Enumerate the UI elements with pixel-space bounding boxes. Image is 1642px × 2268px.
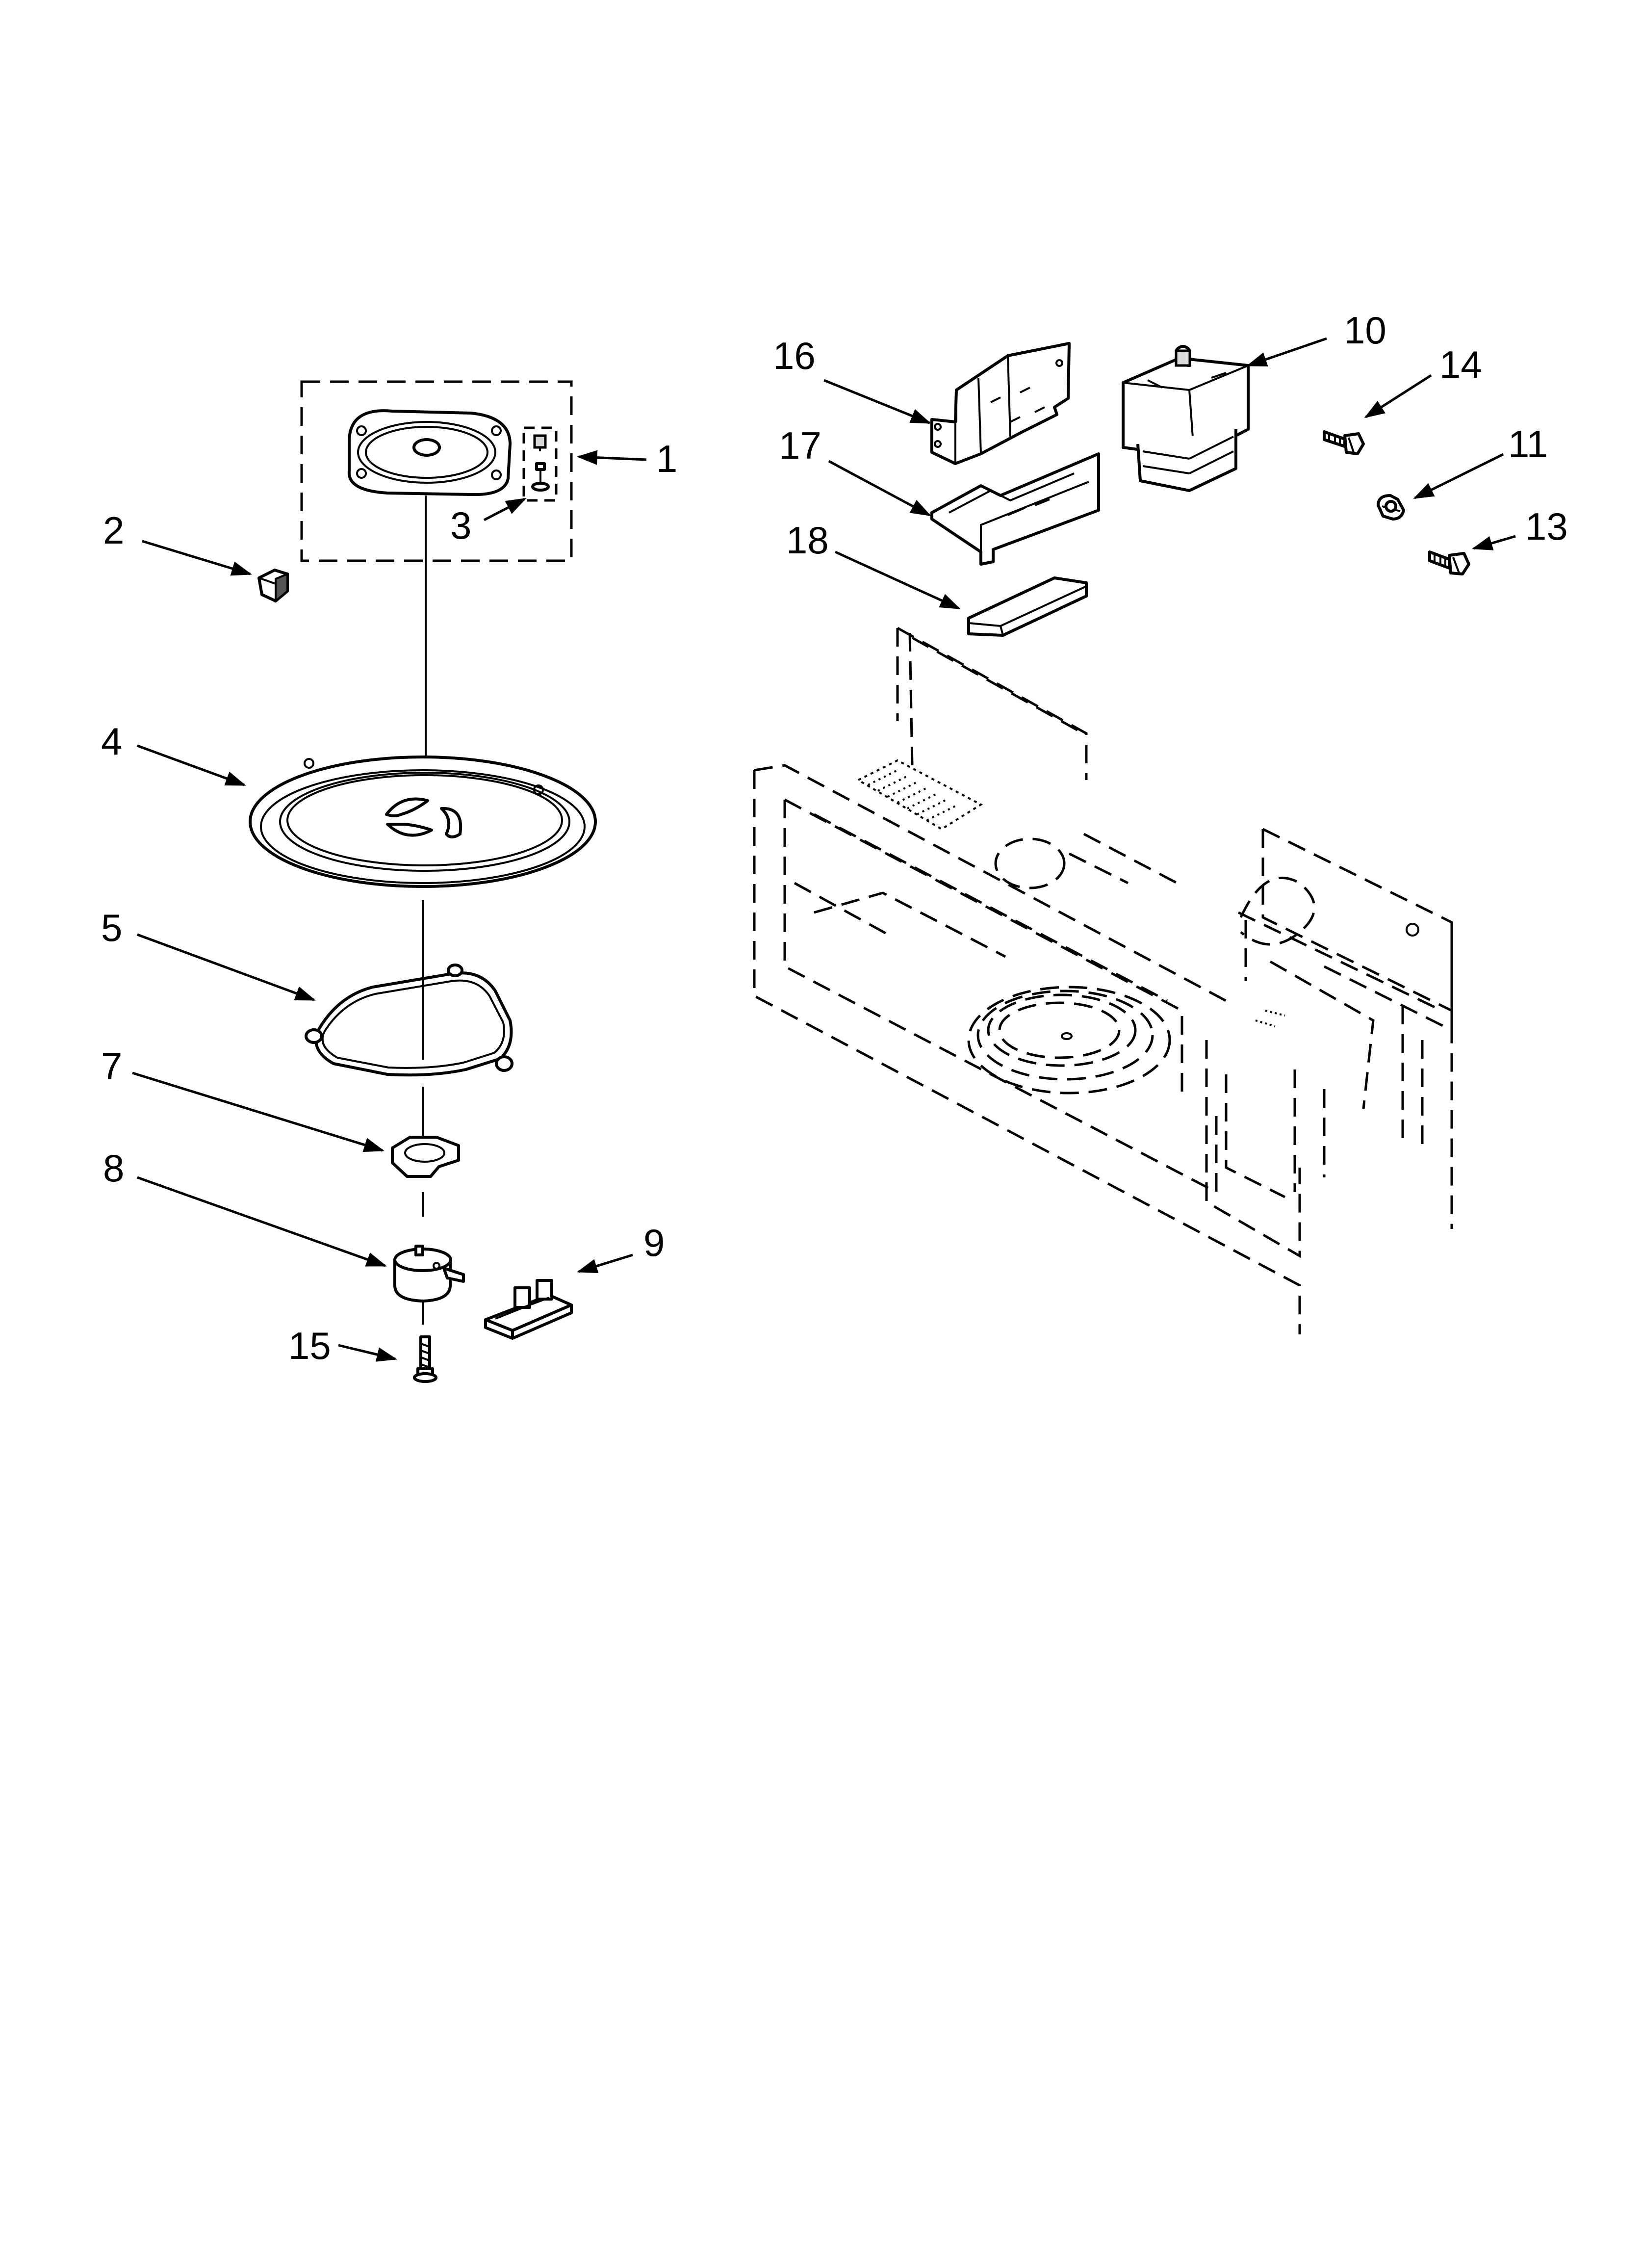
callout-9: 9 [643,1221,665,1264]
callout-11: 11 [1508,422,1548,466]
leader-1 [576,450,647,465]
part-15-screw [413,1335,437,1383]
leader-2 [142,540,253,576]
callout-2: 2 [103,509,124,552]
part-9-bracket [484,1279,573,1340]
part-13-screw [1428,550,1470,575]
leader-9 [576,1253,633,1274]
callout-10: 10 [1344,309,1386,352]
part-10-magnetron [1122,345,1250,492]
part-7-coupler [391,1136,460,1178]
part-11-clip [1377,494,1405,521]
callout-8: 8 [103,1147,124,1190]
microwave-cavity-outline [753,626,1453,1334]
callout-13: 13 [1525,505,1568,548]
callout-labels: 1 2 3 4 5 7 8 9 10 11 13 14 15 16 17 18 [101,309,1568,1367]
callout-17: 17 [779,424,821,467]
leader-18 [834,550,961,610]
callout-3: 3 [450,504,471,547]
part-5-roller-ring [305,964,513,1077]
leader-10 [1246,337,1327,367]
leader-7 [132,1071,385,1152]
leader-8 [137,1176,387,1267]
part-4-turntable-glass [249,756,597,888]
leader-13 [1471,535,1516,550]
callout-15: 15 [288,1324,331,1367]
part-8-motor [393,1245,465,1303]
leader-4 [137,744,246,786]
callout-1: 1 [656,437,677,480]
callout-18: 18 [786,519,829,562]
part-16-waveguide-bracket [930,342,1071,465]
part-3-screw-set [522,426,558,502]
leader-15 [338,1344,398,1362]
callout-4: 4 [101,720,122,763]
leader-14 [1364,374,1432,418]
leader-3 [483,497,527,521]
part-14-screw [1323,430,1365,455]
leader-11 [1413,453,1504,499]
callout-7: 7 [101,1044,122,1088]
leader-16 [823,379,931,424]
part-18-cover [967,576,1088,637]
leader-5 [137,933,316,1001]
callout-14: 14 [1439,343,1482,386]
leader-lines [132,337,1516,1362]
leader-17 [828,460,931,517]
part-2-cap [257,569,289,603]
part-17-bracket [930,452,1100,566]
part-1-turntable-support-kit [300,380,573,562]
callout-16: 16 [773,334,816,377]
callout-5: 5 [101,906,122,949]
